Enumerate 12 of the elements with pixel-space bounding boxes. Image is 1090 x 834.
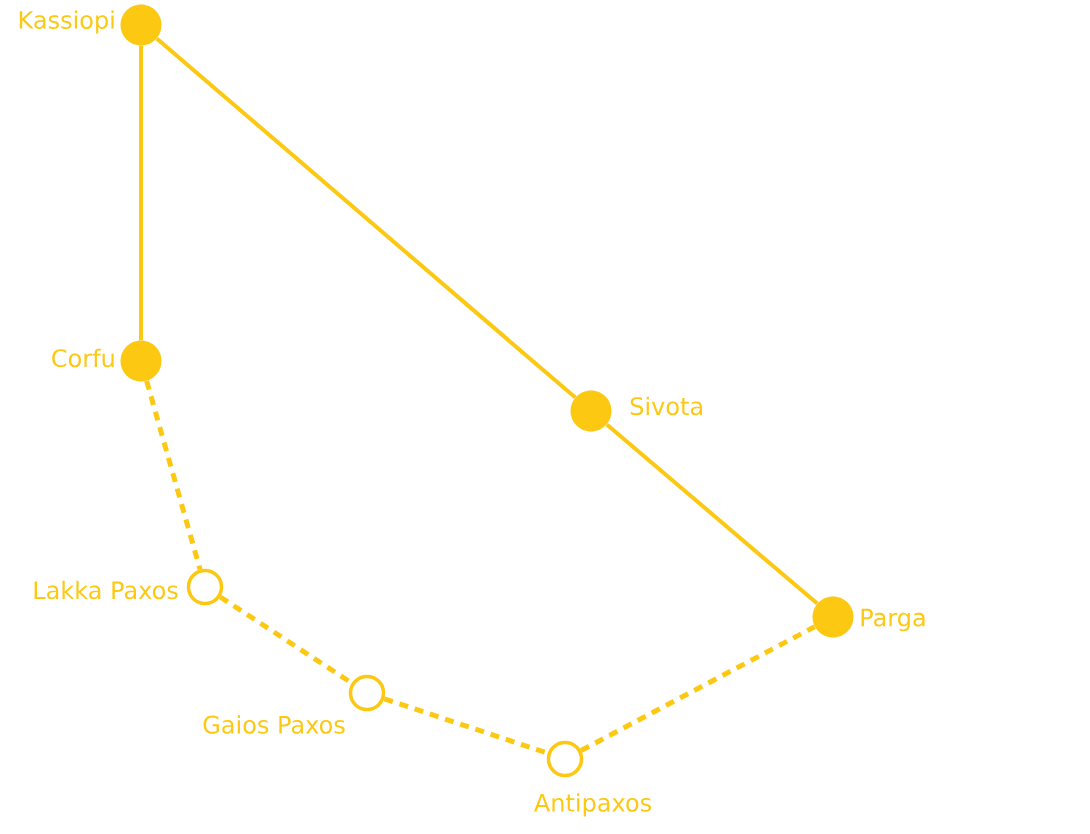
place-label: Gaios Paxos [203, 715, 345, 734]
place-label: Antipaxos [534, 793, 651, 817]
route-line [139, 45, 143, 341]
place-label: Parga [861, 608, 925, 632]
route-line [155, 36, 577, 400]
place-label: Sivota [630, 396, 702, 416]
place-label: Corfu [52, 348, 114, 368]
dashed-route-line [579, 624, 816, 753]
route-line [605, 422, 819, 606]
place-label: Kassiopi [19, 10, 114, 34]
place-label: Lakka Paxos [34, 580, 178, 600]
dashed-route-line [144, 380, 203, 571]
